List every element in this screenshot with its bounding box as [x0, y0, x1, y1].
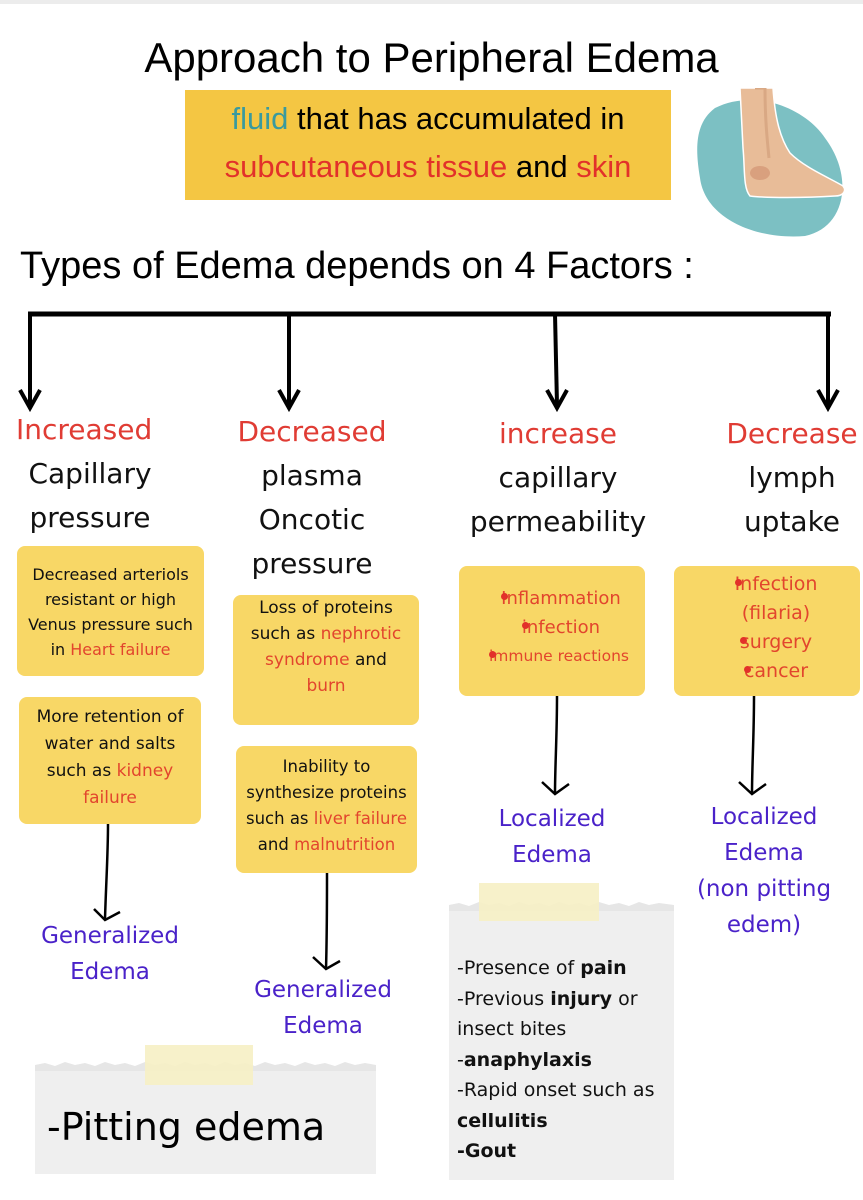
branch-connector [18, 311, 840, 413]
outcome-line2: Edema [70, 959, 150, 985]
outcome-line2: Edema [283, 1013, 363, 1039]
bullet-text: immune reactions [489, 647, 629, 665]
tape [479, 883, 599, 921]
factor-2-heading: Decreased plasma Oncotic pressure [222, 410, 402, 586]
bullet-text: infection [521, 617, 601, 638]
outcome-line1: Localized [498, 806, 606, 832]
factor-4-box: Infection (filaria) surgery cancer [674, 566, 860, 696]
pitting-edema-note: -Pitting edema [35, 1045, 376, 1174]
outcome-line1: Generalized [254, 977, 392, 1003]
factor-1-box-2: More retention of water and salts such a… [19, 697, 201, 824]
factor-1-qualifier: Increased [16, 413, 153, 446]
box-highlight: malnutrition [294, 835, 396, 854]
arrow-factor-3 [545, 313, 569, 413]
definition-skin: skin [576, 149, 632, 184]
factor-1-box-1: Decreased arteriols resistant or high Ve… [17, 546, 204, 676]
factor-4-heading: Decrease lymph uptake [712, 412, 863, 544]
factor-3-outcome: Localized Edema [462, 801, 642, 873]
factor-2-line1: plasma [261, 459, 363, 492]
tape [145, 1045, 253, 1085]
localized-edema-note: -Presence of pain -Previous injury or in… [449, 883, 674, 1180]
localized-features-list: -Presence of pain -Previous injury or in… [457, 953, 654, 1167]
feature-line: -Previous injury or [457, 987, 638, 1010]
arrow-factor-1 [18, 314, 42, 413]
bullet-item: Inflammation [465, 584, 639, 613]
factors-subtitle: Types of Edema depends on 4 Factors : [20, 245, 694, 287]
factor-3-line1: capillary [498, 461, 618, 494]
factor-4-line1: lymph [748, 461, 836, 494]
factor-3-box: Inflammation infection immune reactions [459, 566, 645, 696]
box-text: Decreased arteriols resistant or high Ve… [28, 565, 193, 659]
feature-line: insect bites [457, 1018, 567, 1040]
factor-2-line2: Oncotic [258, 503, 366, 536]
arrow-to-outcome-4 [738, 695, 767, 796]
arrow-to-outcome-3 [541, 695, 570, 796]
definition-subcutaneous: subcutaneous tissue [224, 149, 508, 184]
definition-fluid: fluid [231, 101, 289, 136]
box-text: Loss of proteins such as [250, 598, 393, 644]
factor-1-line1: Capillary [28, 457, 152, 490]
outcome-line4: edem) [726, 912, 802, 938]
bullet-text: Inflammation [501, 588, 621, 609]
factor-2-line3: pressure [251, 547, 373, 580]
factor-1-heading: Increased Capillary pressure [5, 408, 175, 540]
factor-2-box-2: Inability to synthesize proteins such as… [236, 746, 417, 873]
feature-line: -Gout [457, 1140, 517, 1162]
factor-4-outcome: Localized Edema (non pitting edem) [674, 799, 854, 943]
factor-3-heading: increase capillary permeability [458, 412, 658, 544]
feature-line: -Rapid onset such as [457, 1079, 655, 1101]
box-highlight: nephrotic syndrome [265, 624, 402, 670]
factor-3-line2: permeability [469, 505, 647, 538]
box-highlight: liver failure [313, 809, 407, 828]
outcome-line2: Edema [512, 842, 592, 868]
factor-3-qualifier: increase [498, 417, 617, 450]
box-highlight: burn [306, 676, 346, 696]
feature-line: -Presence of pain [457, 957, 627, 979]
bullet-text: cancer [743, 660, 809, 682]
box-highlight: kidney failure [83, 761, 174, 808]
bullet-item: Infection [680, 570, 854, 599]
bullet-item: cancer [680, 657, 854, 686]
arrow-to-outcome-1 [93, 823, 121, 922]
arrow-to-outcome-2 [312, 872, 341, 971]
box-text: and [257, 835, 295, 854]
bullet-text: Infection [734, 573, 818, 595]
feature-line: cellulitis [457, 1109, 548, 1132]
top-bar [0, 0, 863, 4]
factor-2-box-1: Loss of proteins such as nephrotic syndr… [233, 595, 419, 725]
box-text: More retention of water and salts such a… [36, 707, 184, 781]
outcome-line2: Edema [724, 840, 804, 866]
page-title: Approach to Peripheral Edema [144, 34, 719, 81]
definition-and: and [507, 149, 577, 184]
factor-1-line2: pressure [29, 501, 151, 534]
feature-line: -anaphylaxis [457, 1048, 592, 1071]
factor-2-qualifier: Decreased [237, 415, 387, 448]
box-text: and [349, 650, 387, 670]
arrow-factor-4 [816, 314, 840, 413]
bullet-item: infection [465, 613, 639, 642]
outcome-line3: (non pitting [696, 876, 832, 902]
bullet-text: (filaria) [741, 602, 811, 624]
bullet-item: immune reactions [465, 642, 639, 671]
pitting-edema-text: -Pitting edema [47, 1105, 326, 1149]
definition-line1: that has accumulated in [288, 101, 625, 136]
definition-box: fluid that has accumulated in subcutaneo… [185, 90, 671, 200]
arrow-factor-2 [277, 314, 301, 413]
box-highlight: Heart failure [70, 640, 171, 659]
factor-4-line2: uptake [743, 505, 841, 538]
swollen-foot-icon [697, 88, 846, 237]
outcome-line1: Localized [710, 804, 818, 830]
outcome-line1: Generalized [41, 923, 179, 949]
factor-1-outcome: Generalized Edema [20, 918, 200, 990]
bullet-item-continued: (filaria) [680, 599, 854, 628]
factor-2-outcome: Generalized Edema [233, 972, 413, 1044]
bullet-item: surgery [680, 628, 854, 657]
box-text: Inability to synthesize proteins such as [245, 757, 407, 828]
bullet-text: surgery [739, 631, 813, 653]
factor-4-qualifier: Decrease [726, 417, 858, 450]
